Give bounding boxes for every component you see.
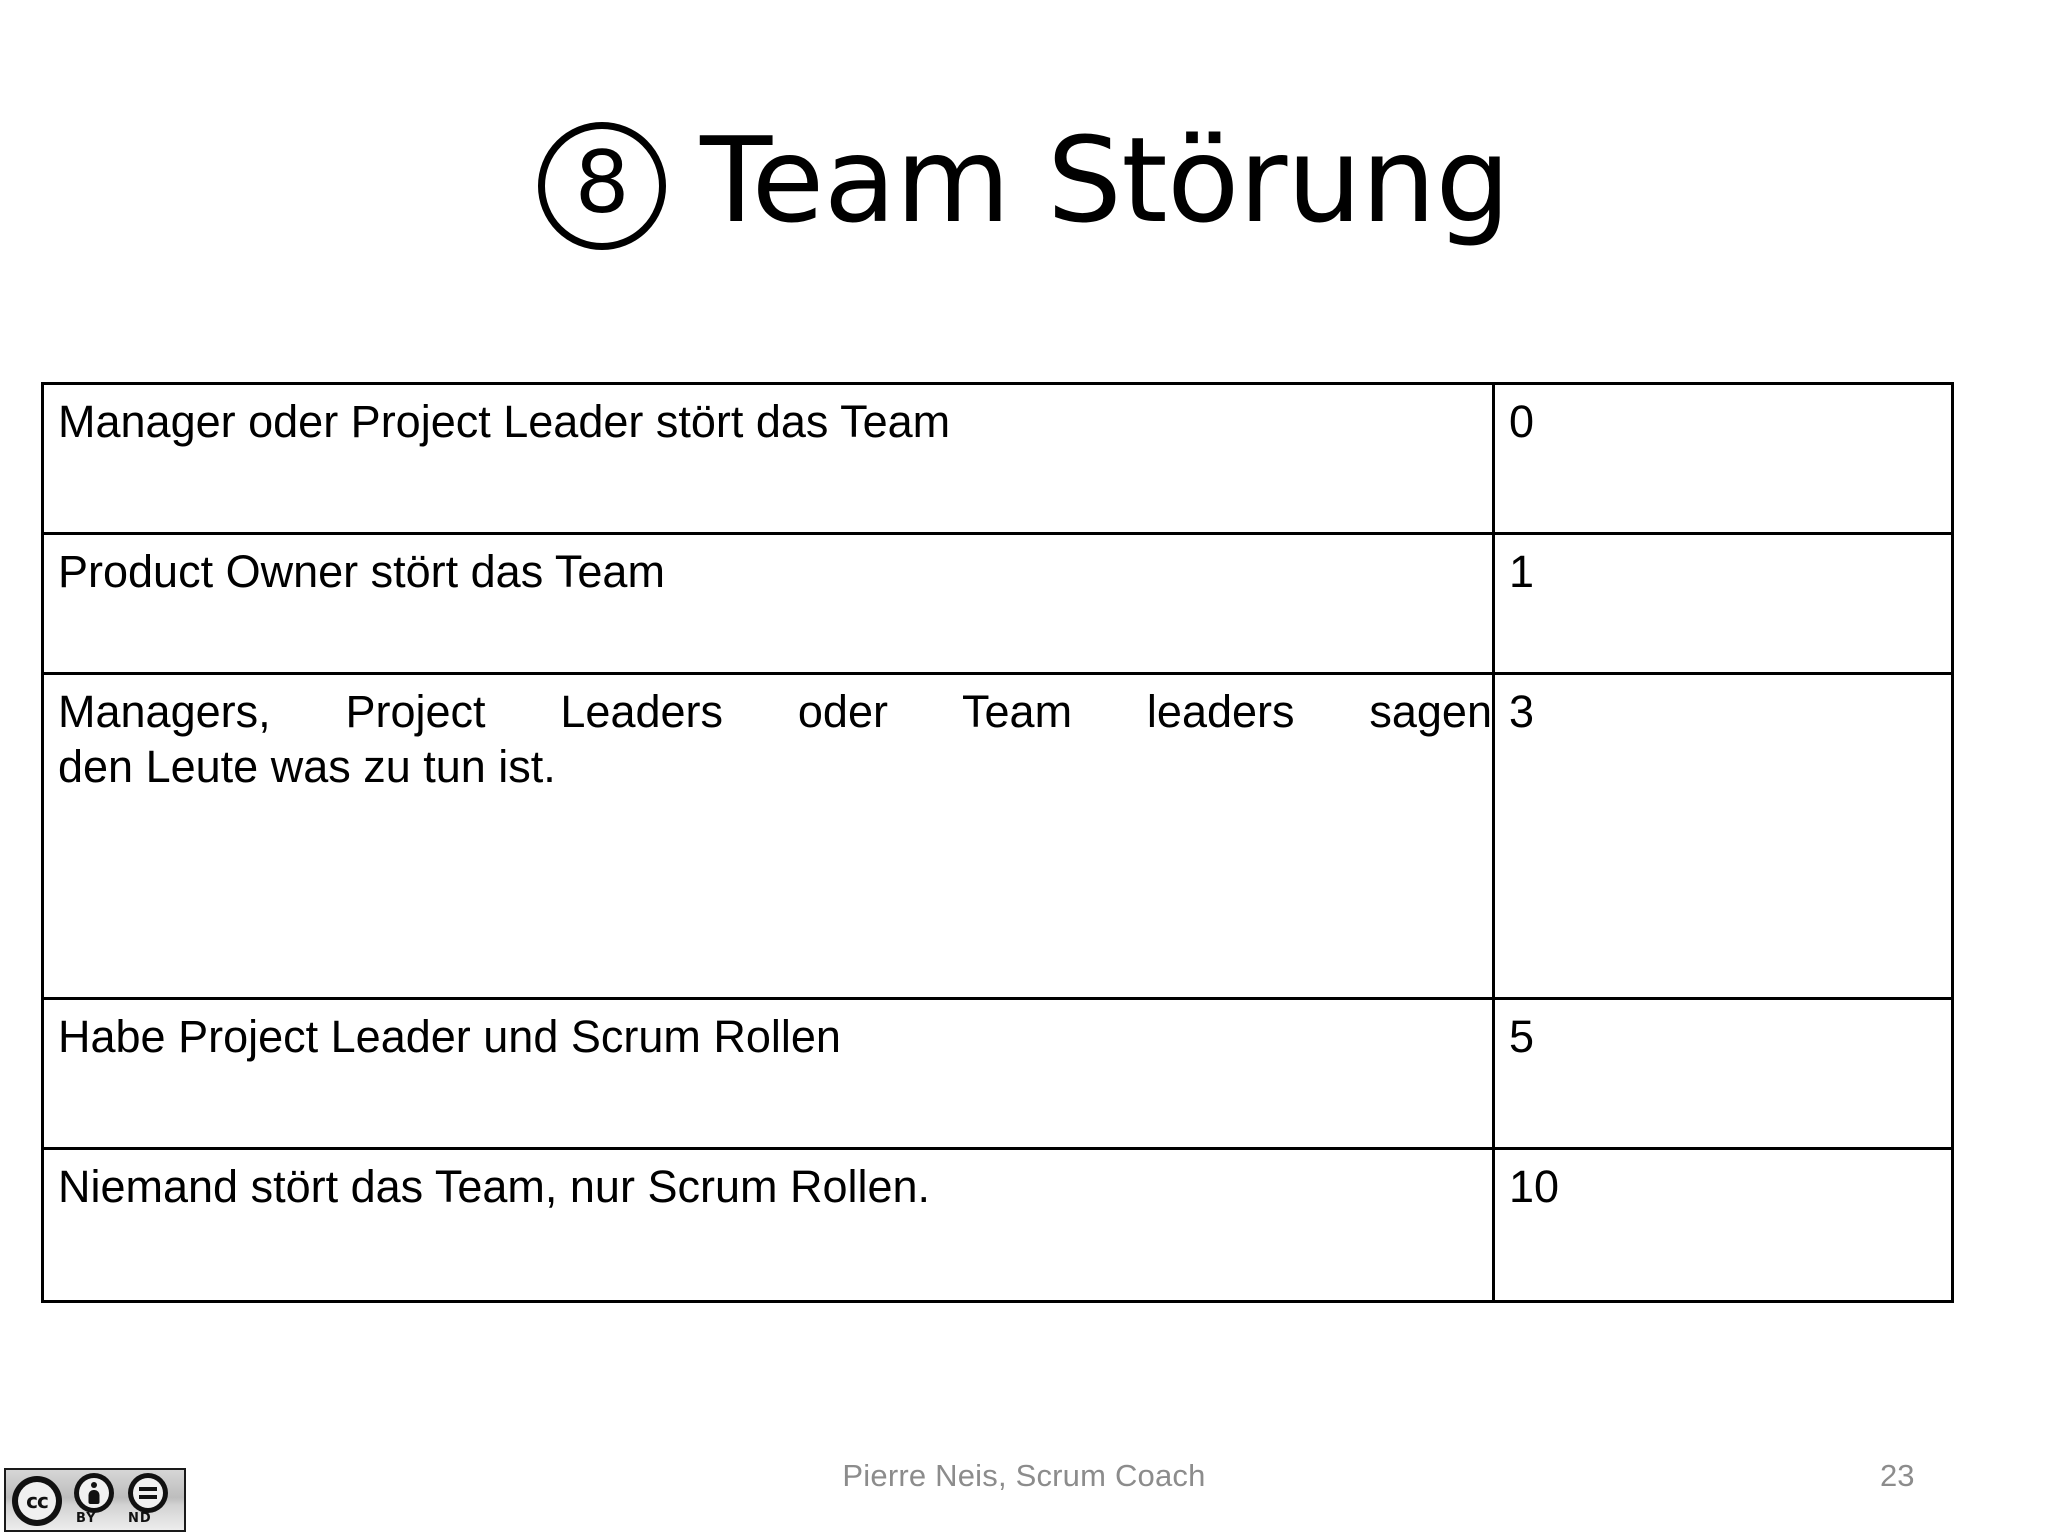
person-body-shape xyxy=(88,1490,100,1504)
cc-icon-group: cc xyxy=(6,1470,184,1530)
attribution-person-icon xyxy=(74,1473,114,1513)
slide-title: 8 Team Störung xyxy=(0,96,2048,276)
no-derivatives-equals-icon xyxy=(128,1473,168,1513)
cc-nd-label: ND xyxy=(128,1511,152,1526)
statement-line-1: Managers, Project Leaders oder Team lead… xyxy=(58,686,1492,737)
table-row: Manager oder Project Leader stört das Te… xyxy=(41,382,1954,535)
table-row: Niemand stört das Team, nur Scrum Rollen… xyxy=(41,1147,1954,1303)
score-cell: 0 xyxy=(1492,382,1954,535)
equals-bar-bottom xyxy=(139,1495,157,1499)
creative-commons-icon: cc xyxy=(12,1476,62,1526)
score-cell: 3 xyxy=(1492,672,1954,1000)
score-table: Manager oder Project Leader stört das Te… xyxy=(41,382,1954,1303)
score-cell: 10 xyxy=(1492,1147,1954,1303)
page-title: Team Störung xyxy=(700,111,1510,249)
table-row: Managers, Project Leaders oder Team lead… xyxy=(41,672,1954,1000)
cc-mark-label: cc xyxy=(26,1489,49,1513)
page-number: 23 xyxy=(1880,1458,1915,1493)
statement-cell: Managers, Project Leaders oder Team lead… xyxy=(41,672,1495,1000)
circled-number-icon: 8 xyxy=(538,122,667,250)
cc-by-label: BY xyxy=(76,1511,97,1526)
equals-bar-top xyxy=(139,1487,157,1491)
cc-label-group: BY ND xyxy=(6,1509,184,1529)
score-cell: 1 xyxy=(1492,532,1954,675)
statement-line-2: den Leute was zu tun ist. xyxy=(58,740,556,792)
table-row: Habe Project Leader und Scrum Rollen 5 xyxy=(41,997,1954,1150)
slide-number-badge-value: 8 xyxy=(574,133,630,233)
table-row: Product Owner stört das Team 1 xyxy=(41,532,1954,675)
footer-author: Pierre Neis, Scrum Coach xyxy=(842,1458,1206,1493)
score-cell: 5 xyxy=(1492,997,1954,1150)
statement-cell: Manager oder Project Leader stört das Te… xyxy=(41,382,1495,535)
creative-commons-license-badge[interactable]: cc BY ND xyxy=(4,1468,186,1532)
person-head-shape xyxy=(91,1482,97,1488)
statement-cell: Habe Project Leader und Scrum Rollen xyxy=(41,997,1495,1150)
statement-cell: Product Owner stört das Team xyxy=(41,532,1495,675)
statement-cell: Niemand stört das Team, nur Scrum Rollen… xyxy=(41,1147,1495,1303)
